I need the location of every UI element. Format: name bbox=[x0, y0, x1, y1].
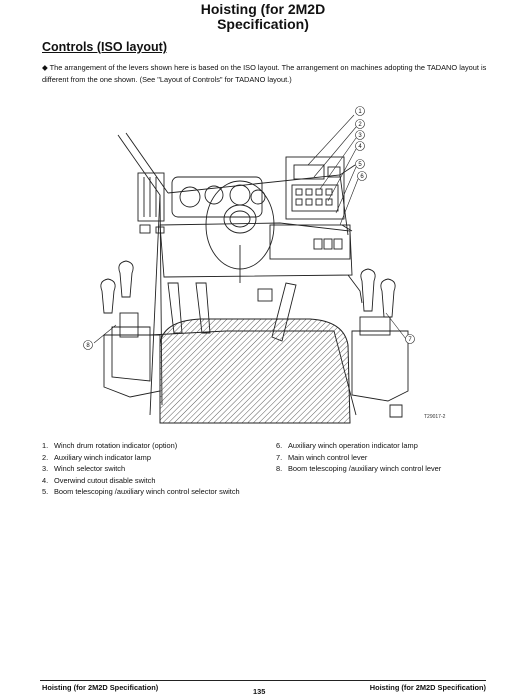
callout-5: 5 bbox=[355, 159, 365, 169]
callout-4: 4 bbox=[355, 141, 365, 151]
page-number: 135 bbox=[253, 687, 266, 696]
intro-paragraph: ◆ The arrangement of the levers shown he… bbox=[42, 63, 487, 84]
callout-label: 1 bbox=[358, 109, 362, 115]
footer-divider bbox=[40, 680, 486, 681]
callout-label: 4 bbox=[358, 144, 362, 150]
callout-8: 8 bbox=[83, 340, 93, 350]
item-text: Boom telescoping /auxiliary winch contro… bbox=[288, 464, 442, 473]
list-item: 5. Boom telescoping /auxiliary winch con… bbox=[42, 486, 260, 498]
item-text: Overwind cutout disable switch bbox=[54, 475, 156, 485]
figure-code: T29017-2 bbox=[424, 414, 446, 420]
callout-7: 7 bbox=[405, 334, 415, 344]
footer-left-text: Hoisting (for 2M2D Specification) bbox=[42, 683, 159, 692]
page-title-line2: Specification) bbox=[217, 16, 309, 32]
item-number: 7. bbox=[276, 452, 283, 462]
callout-3: 3 bbox=[355, 130, 365, 140]
legend-list-right: 6. Auxiliary winch operation indicator l… bbox=[276, 440, 486, 475]
section-heading: Controls (ISO layout) bbox=[42, 40, 167, 54]
cab-controls-illustration: 1 2 3 4 5 6 7 bbox=[83, 106, 415, 424]
callout-label: 3 bbox=[358, 133, 362, 139]
callout-label: 8 bbox=[86, 343, 90, 349]
callout-1: 1 bbox=[355, 106, 365, 116]
item-number: 1. bbox=[42, 441, 49, 450]
item-text: Winch selector switch bbox=[54, 464, 126, 473]
list-item: 3. Winch selector switch bbox=[42, 463, 260, 475]
callout-label: 5 bbox=[358, 162, 362, 168]
callout-6: 6 bbox=[357, 171, 367, 181]
list-item: 4. Overwind cutout disable switch bbox=[42, 475, 260, 487]
legend-list-left: 1. Winch drum rotation indicator (option… bbox=[42, 440, 260, 498]
list-item: 7. Main winch control lever bbox=[276, 452, 486, 464]
callout-label: 7 bbox=[408, 337, 412, 343]
page-title: Hoisting (for 2M2D Specification) bbox=[0, 2, 526, 32]
item-text: Boom telescoping /auxiliary winch contro… bbox=[54, 487, 240, 496]
item-text: Winch drum rotation indicator (option) bbox=[54, 441, 178, 450]
callout-label: 6 bbox=[360, 174, 364, 180]
item-text: Main winch control lever bbox=[288, 452, 368, 462]
item-number: 5. bbox=[42, 487, 49, 496]
item-text: Auxiliary winch operation indicator lamp bbox=[288, 441, 418, 450]
list-item: 1. Winch drum rotation indicator (option… bbox=[42, 440, 260, 452]
page-title-line1: Hoisting (for 2M2D bbox=[200, 1, 326, 17]
list-item: 8. Boom telescoping /auxiliary winch con… bbox=[276, 463, 486, 475]
item-number: 6. bbox=[276, 441, 283, 450]
callout-label: 2 bbox=[358, 122, 362, 128]
item-text: Auxiliary winch indicator lamp bbox=[54, 452, 151, 462]
item-number: 4. bbox=[42, 475, 49, 485]
list-item: 6. Auxiliary winch operation indicator l… bbox=[276, 440, 486, 452]
item-number: 3. bbox=[42, 464, 49, 473]
item-number: 2. bbox=[42, 452, 49, 462]
footer-right-text: Hoisting (for 2M2D Specification) bbox=[369, 683, 486, 692]
callout-2: 2 bbox=[355, 119, 365, 129]
item-number: 8. bbox=[276, 464, 283, 473]
list-item: 2. Auxiliary winch indicator lamp bbox=[42, 452, 260, 464]
